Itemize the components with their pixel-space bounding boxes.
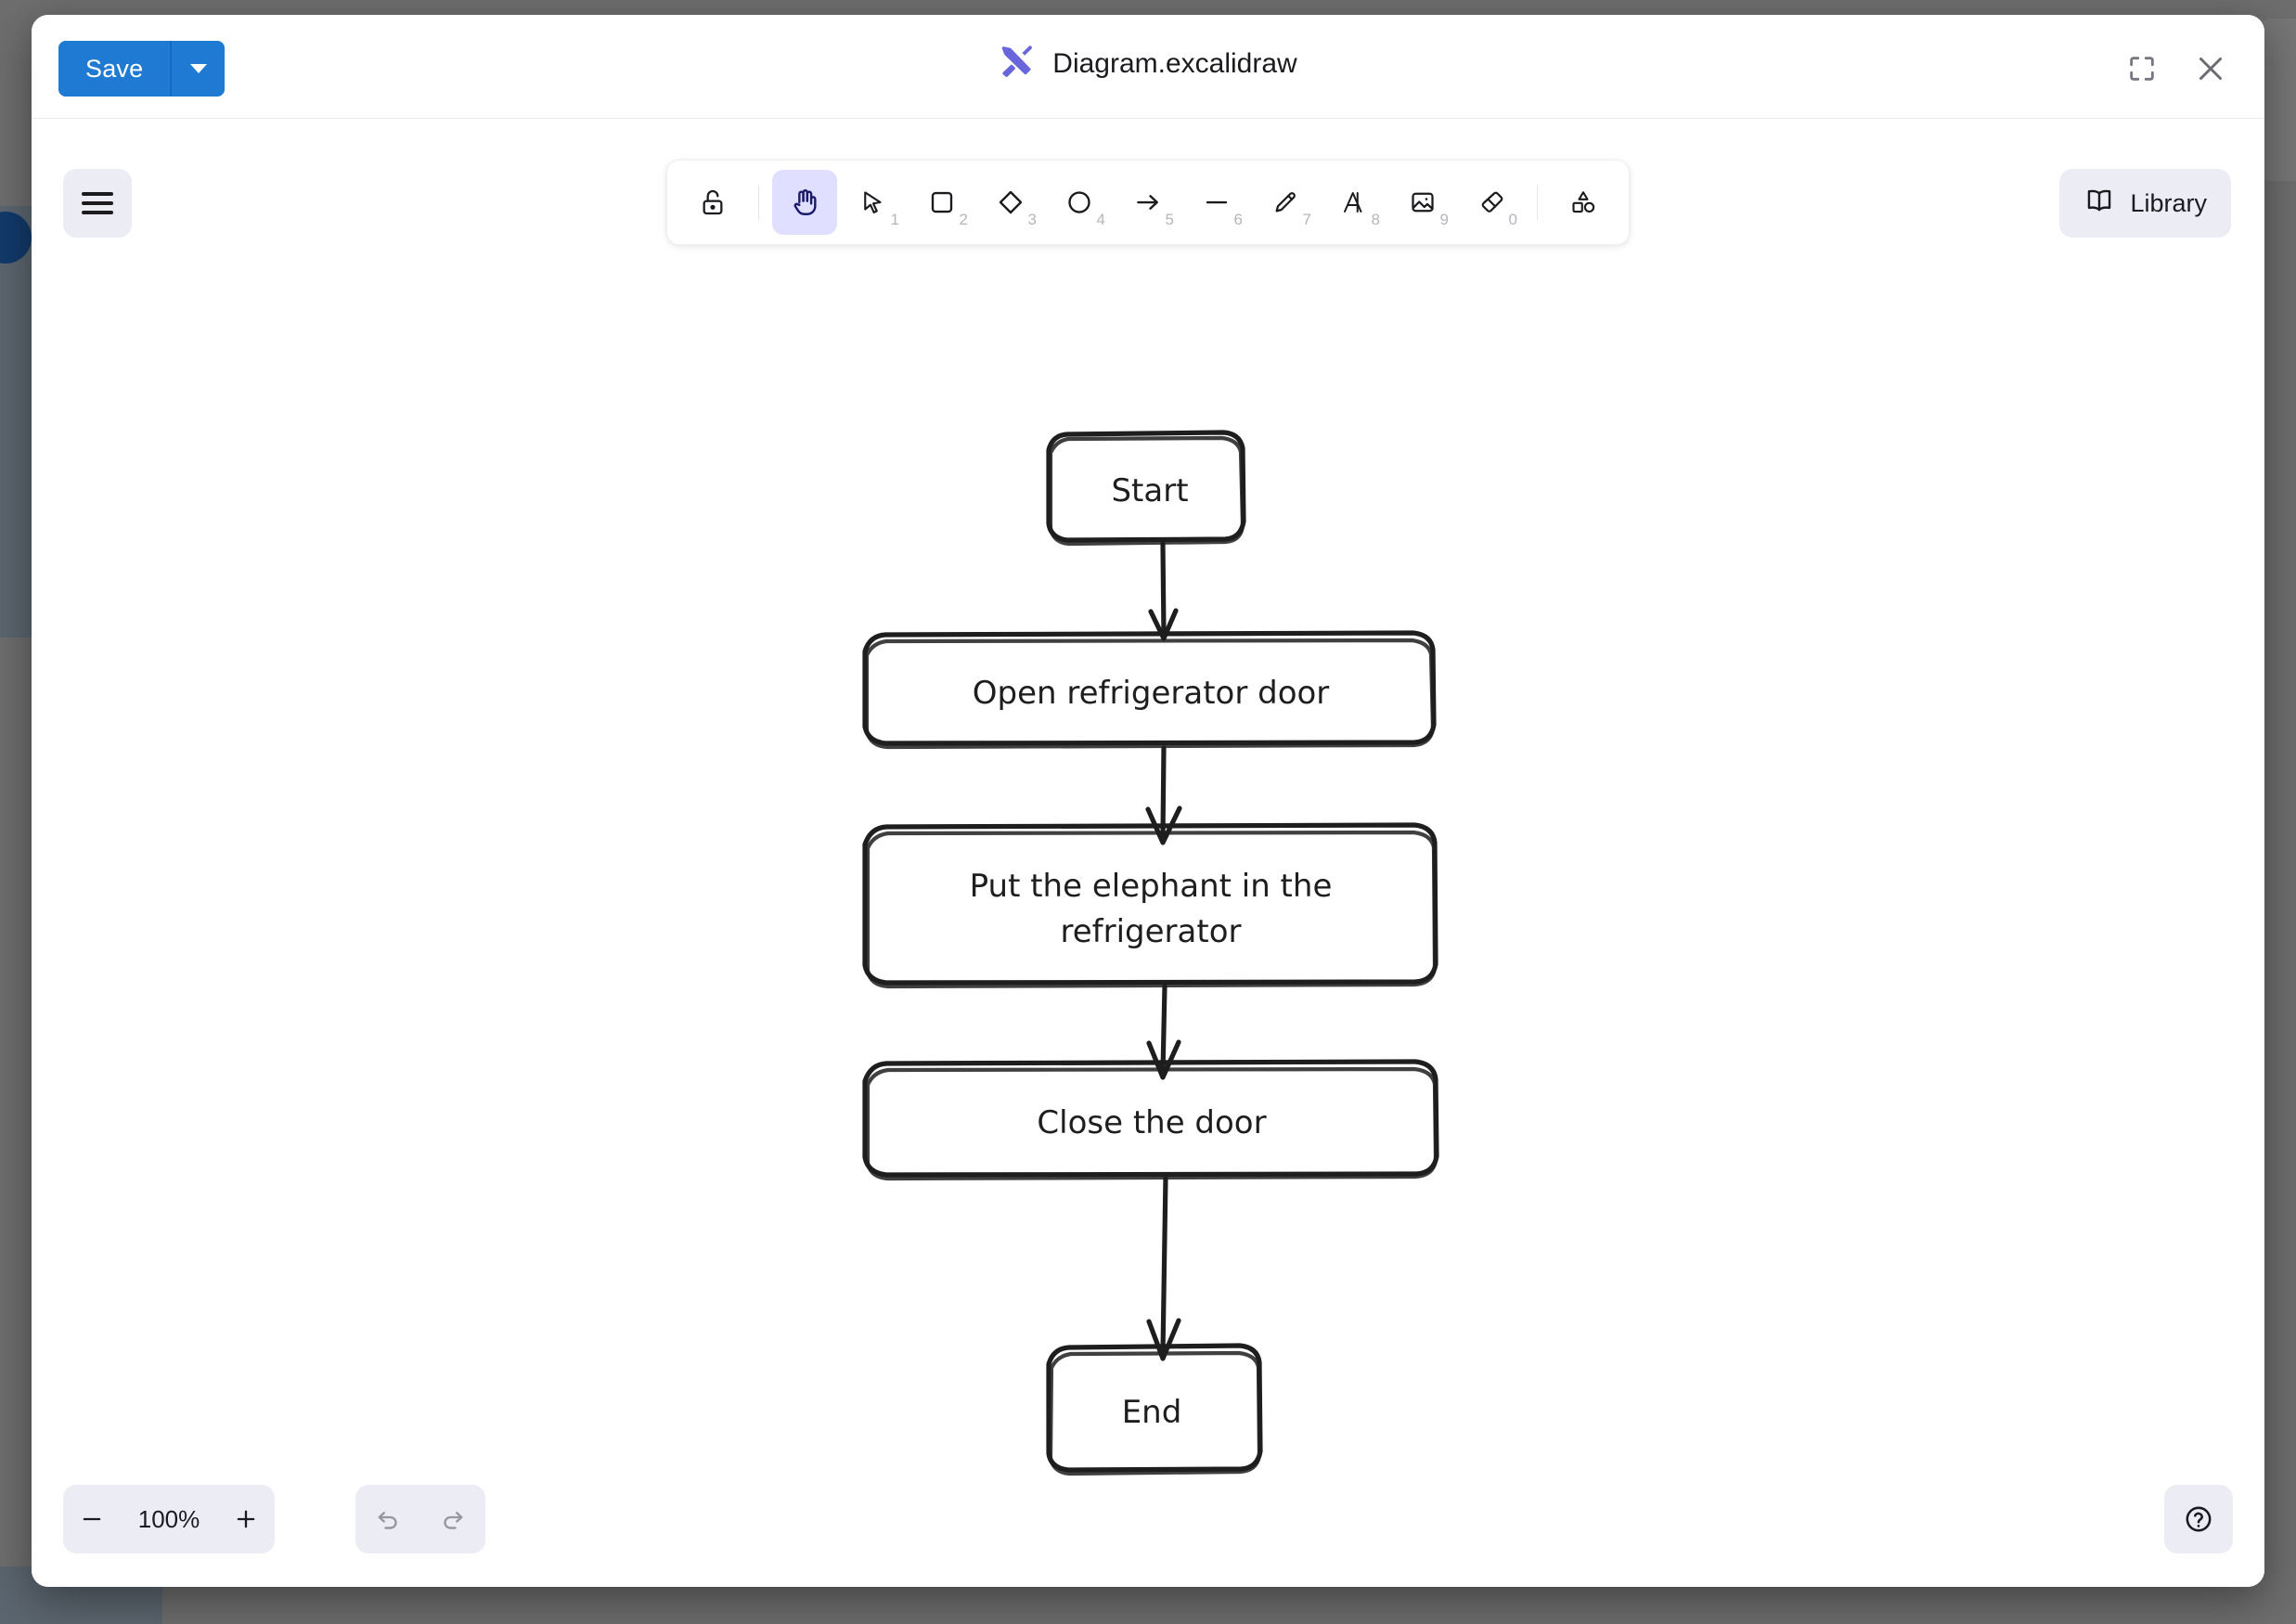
draw-tool-shortcut: 7: [1302, 211, 1311, 228]
undo-button[interactable]: [355, 1485, 420, 1553]
tools-island: 1 2 3 4: [666, 160, 1630, 245]
zoom-island: 100%: [63, 1485, 275, 1553]
text-tool[interactable]: 8: [1322, 170, 1387, 235]
book-icon: [2083, 185, 2115, 223]
node-put-label-line1: Put the elephant in the: [970, 868, 1333, 905]
fullscreen-button[interactable]: [2122, 48, 2162, 89]
document-title: Diagram.excalidraw: [1052, 47, 1297, 79]
edge-close-end: [1146, 1175, 1181, 1361]
help-button[interactable]: [2164, 1485, 2233, 1553]
node-end-label: End: [1122, 1394, 1182, 1431]
excalidraw-logo-icon: [999, 43, 1036, 84]
hand-tool[interactable]: [772, 170, 837, 235]
save-button[interactable]: Save: [58, 41, 171, 97]
flowchart-canvas: Start Open refrigerator door Put the ele…: [862, 430, 1439, 1476]
save-divider: [170, 41, 173, 97]
title-bar: Save Diagram.excalidraw: [32, 15, 2264, 119]
draw-tool[interactable]: 7: [1253, 170, 1318, 235]
arrow-tool[interactable]: 5: [1116, 170, 1180, 235]
node-open-label: Open refrigerator door: [973, 675, 1330, 712]
ellipse-tool-shortcut: 4: [1096, 211, 1105, 228]
zoom-out-button[interactable]: [63, 1485, 121, 1553]
library-button-label: Library: [2130, 188, 2207, 217]
chevron-down-icon: [189, 64, 207, 73]
image-tool-shortcut: 9: [1439, 211, 1449, 228]
close-button[interactable]: [2190, 48, 2231, 89]
lock-tool[interactable]: [680, 170, 745, 235]
window-controls: [2122, 48, 2231, 89]
node-close-label: Close the door: [1037, 1104, 1266, 1141]
hamburger-menu-button[interactable]: [63, 169, 132, 238]
text-tool-shortcut: 8: [1371, 211, 1380, 228]
node-start-label: Start: [1111, 472, 1188, 509]
eraser-tool-shortcut: 0: [1508, 211, 1517, 228]
excalidraw-modal-window: Save Diagram.excalidraw: [32, 15, 2264, 1587]
edge-open-put: [1145, 745, 1182, 845]
toolbar-divider: [758, 185, 759, 220]
ellipse-tool[interactable]: 4: [1047, 170, 1112, 235]
node-put-label-line2: refrigerator: [1061, 913, 1242, 950]
eraser-tool[interactable]: 0: [1459, 170, 1524, 235]
diamond-tool-shortcut: 3: [1027, 211, 1037, 228]
node-open: [862, 630, 1437, 750]
rectangle-tool-shortcut: 2: [959, 211, 968, 228]
hamburger-menu-icon: [82, 187, 113, 220]
line-tool-shortcut: 6: [1233, 211, 1243, 228]
node-close: [862, 1059, 1439, 1181]
selection-tool[interactable]: 1: [841, 170, 906, 235]
toolbar-divider-2: [1537, 185, 1538, 220]
history-island: [355, 1485, 485, 1553]
arrow-tool-shortcut: 5: [1165, 211, 1174, 228]
node-put: [862, 822, 1438, 989]
save-button-group[interactable]: Save: [58, 41, 226, 97]
line-tool[interactable]: 6: [1184, 170, 1249, 235]
edge-put-close: [1146, 984, 1181, 1080]
more-shapes-tool[interactable]: [1551, 170, 1616, 235]
zoom-in-button[interactable]: [217, 1485, 275, 1553]
document-title-group: Diagram.excalidraw: [999, 43, 1297, 84]
library-button[interactable]: Library: [2059, 169, 2231, 238]
diamond-tool[interactable]: 3: [978, 170, 1043, 235]
redo-button[interactable]: [420, 1485, 485, 1553]
node-start: [1046, 430, 1246, 547]
selection-tool-shortcut: 1: [890, 211, 899, 228]
save-options-dropdown-button[interactable]: [172, 41, 226, 97]
rectangle-tool[interactable]: 2: [909, 170, 974, 235]
edge-start-open: [1148, 541, 1179, 641]
canvas-area[interactable]: 1 2 3 4: [32, 119, 2264, 1587]
zoom-level-value[interactable]: 100%: [137, 1504, 200, 1533]
background-chip-secondary: [2259, 19, 2296, 181]
image-tool[interactable]: 9: [1390, 170, 1455, 235]
node-end: [1046, 1343, 1263, 1476]
